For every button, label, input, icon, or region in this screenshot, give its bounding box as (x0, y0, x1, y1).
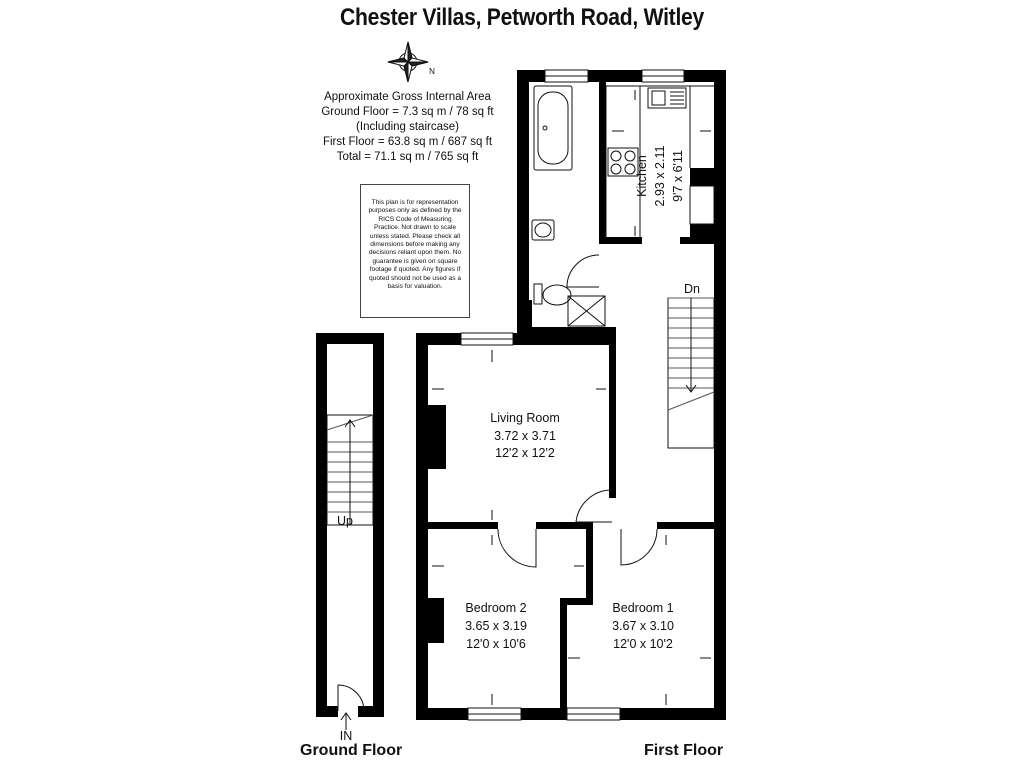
area-heading: Approximate Gross Internal Area (324, 91, 491, 103)
ff-wall-right (714, 70, 726, 720)
area-first: First Floor = 63.8 sq m / 687 sq ft (322, 136, 493, 148)
bath-left-stub (524, 300, 532, 328)
in-label: IN (340, 729, 353, 743)
bathroom-door (566, 254, 600, 288)
living-label: Living Room (490, 411, 559, 425)
kitchen-imperial: 9'7 x 6'11 (671, 150, 685, 202)
up-label: Up (337, 514, 353, 528)
bath-kitchen-wall (599, 78, 606, 243)
living-bottom-wall-b (536, 522, 592, 529)
ff-wall-bottom-a (416, 708, 468, 720)
ff-wall-left-top (517, 70, 529, 340)
area-ground: Ground Floor = 7.3 sq m / 78 sq ft (321, 106, 494, 118)
disclaimer-box: This plan is for representation purposes… (360, 184, 470, 318)
plan-title: Chester Villas, Petworth Road, Witley (339, 4, 705, 31)
ff-wall-top-living-b (513, 333, 616, 345)
ground-wall-left (316, 333, 327, 717)
bedroom2-door (497, 528, 537, 568)
ff-wall-left-bottom (416, 333, 428, 720)
ff-wall-top-b (588, 70, 642, 82)
kitchen-label: Kitchen (635, 155, 649, 197)
area-total: Total = 71.1 sq m / 765 sq ft (336, 151, 479, 163)
gross-internal-area: Approximate Gross Internal Area Ground F… (300, 90, 515, 165)
kitchen-right-block-2 (690, 224, 716, 242)
bedroom1-door (620, 528, 658, 566)
bed2-chimney (428, 598, 444, 643)
bath-bottom-wall (528, 327, 616, 334)
bed-divider-wall-step (560, 598, 593, 605)
compass-n-label: N (429, 67, 435, 76)
ff-wall-bottom-b (521, 708, 567, 720)
ff-wall-top-living-a (416, 333, 461, 345)
kitchen-right-block (690, 168, 716, 186)
kitchen-bottom-wall-a (599, 237, 642, 244)
toilet (533, 283, 543, 305)
ground-wall-top (316, 333, 384, 344)
living-right-wall (609, 338, 616, 498)
kitchen-sink (647, 87, 687, 109)
compass-icon (387, 41, 429, 83)
living-metric: 3.72 x 3.71 (494, 429, 556, 443)
living-chimney (428, 405, 446, 469)
living-bottom-wall-a (424, 522, 498, 529)
wash-basin (531, 219, 555, 241)
bed2-imperial: 12'0 x 10'6 (466, 637, 526, 651)
bed1-metric: 3.67 x 3.10 (612, 619, 674, 633)
kitchen-counter (605, 85, 714, 237)
ground-wall-right (373, 333, 384, 717)
living-door (575, 489, 613, 523)
ff-wall-top-a (517, 70, 545, 82)
landing-bottom-wall (657, 522, 721, 529)
bed1-imperial: 12'0 x 10'2 (613, 637, 673, 651)
bed2-label: Bedroom 2 (465, 601, 526, 615)
first-floor-label: First Floor (644, 742, 724, 759)
kitchen-metric: 2.93 x 2.11 (653, 145, 667, 206)
bed-divider-wall-bottom (560, 598, 567, 714)
ground-wall-bottom-right (358, 706, 384, 717)
dn-label: Dn (684, 282, 700, 296)
ground-wall-bottom-left (316, 706, 338, 717)
shower-tray (567, 295, 606, 327)
living-imperial: 12'2 x 12'2 (495, 446, 555, 460)
bed-divider-wall-top (586, 522, 593, 605)
bed1-label: Bedroom 1 (612, 601, 673, 615)
ground-floor-label: Ground Floor (300, 742, 403, 759)
bed2-metric: 3.65 x 3.19 (465, 619, 527, 633)
kitchen-hob (607, 147, 639, 177)
bath-tub (533, 85, 573, 171)
ground-entrance-door (337, 684, 365, 712)
ff-wall-bottom-c (620, 708, 726, 720)
area-staircase-note: (Including staircase) (356, 121, 459, 133)
